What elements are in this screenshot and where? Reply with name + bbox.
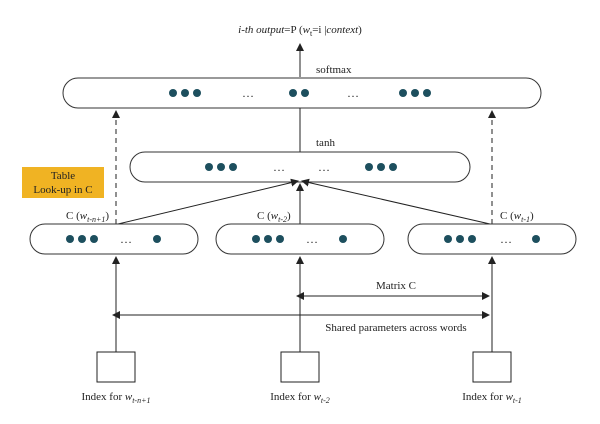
c-box-mid — [215, 223, 385, 255]
softmax-label: softmax — [316, 64, 352, 76]
c-box-left — [29, 223, 199, 255]
softmax-dots-mid — [289, 89, 309, 97]
index-label-left: Index for wt-n+1 — [81, 391, 150, 405]
c-left-to-tanh-arrow — [117, 178, 299, 225]
tanh-ellipsis-2: … — [318, 160, 330, 174]
c-box-right — [407, 223, 577, 255]
c-right-to-tanh-arrow — [301, 178, 491, 225]
c-box-mid-dots — [252, 235, 347, 243]
index-box-mid — [280, 351, 320, 383]
c-label-left: C (wt-n+1) — [66, 210, 109, 224]
c-box-mid-ellipsis: … — [306, 232, 318, 246]
tanh-layer — [129, 151, 471, 183]
table-lookup-box — [22, 167, 104, 198]
softmax-ellipsis-1: … — [242, 86, 254, 100]
table-lookup-line2: Look-up in C — [33, 184, 92, 196]
index-label-mid: Index for wt-2 — [270, 391, 330, 405]
table-lookup-line1: Table — [51, 170, 75, 182]
softmax-dots-right — [399, 89, 431, 97]
index-box-left — [96, 351, 136, 383]
c-label-mid: C (wt-2) — [257, 210, 291, 224]
tanh-ellipsis-1: … — [273, 160, 285, 174]
softmax-dots-left — [169, 89, 201, 97]
softmax-ellipsis-2: … — [347, 86, 359, 100]
index-label-right: Index for wt-1 — [462, 391, 522, 405]
shared-params-label: Shared parameters across words — [325, 322, 466, 334]
c-label-right: C (wt-1) — [500, 210, 534, 224]
index-box-right — [472, 351, 512, 383]
c-box-right-dots — [444, 235, 540, 243]
output-label: i-th output=P (wt=i |context) — [238, 24, 362, 38]
tanh-label: tanh — [316, 137, 335, 149]
tanh-dots-right — [365, 163, 397, 171]
c-box-left-dots — [66, 235, 161, 243]
tanh-dots-left — [205, 163, 237, 171]
matrix-c-label: Matrix C — [376, 280, 416, 292]
c-box-right-ellipsis: … — [500, 232, 512, 246]
c-box-left-ellipsis: … — [120, 232, 132, 246]
